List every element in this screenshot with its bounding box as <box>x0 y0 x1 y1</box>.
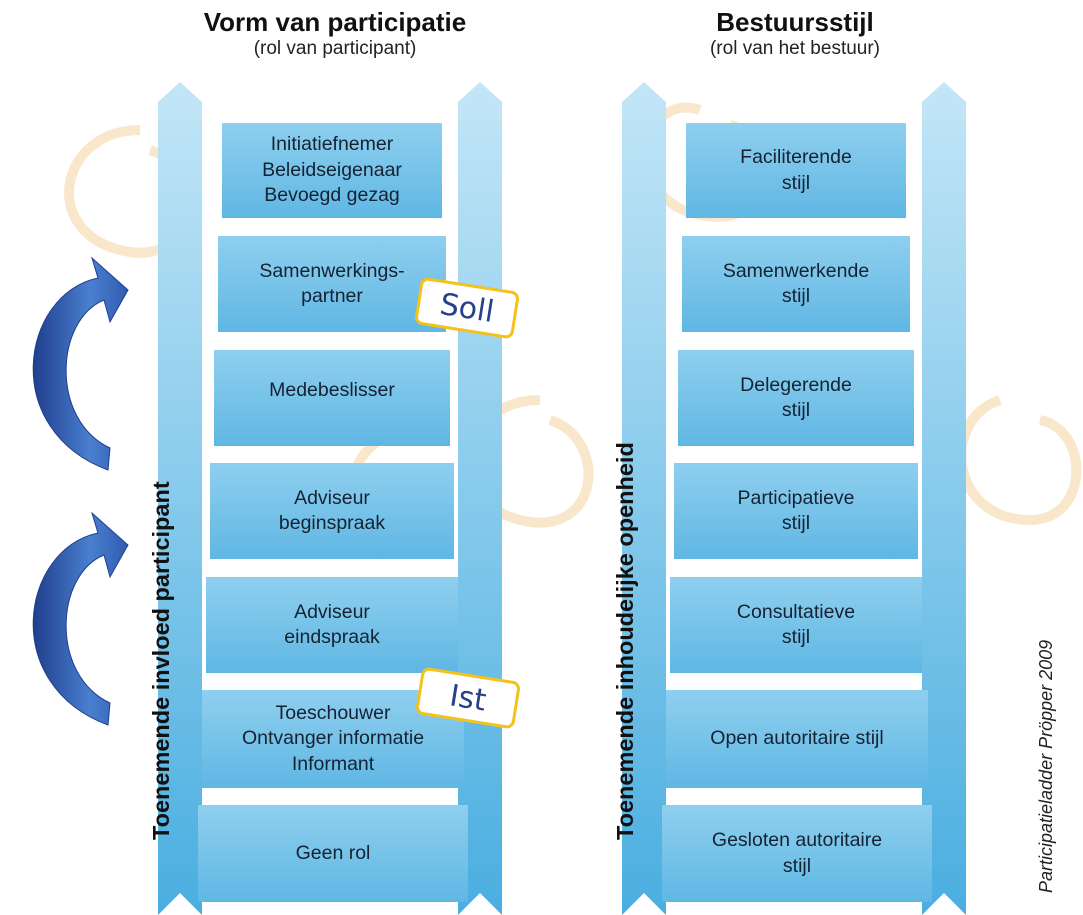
rung-line: Informant <box>291 752 375 775</box>
left-rung-4: Adviseur beginspraak <box>210 463 454 559</box>
right-rung-2: Samenwerkende stijl <box>682 236 910 332</box>
right-rung-6: Open autoritaire stijl <box>666 690 928 788</box>
rung-line: Open autoritaire stijl <box>710 727 884 750</box>
left-axis-label: Toenemende invloed participant <box>148 481 174 840</box>
rung-line: Participatieve <box>737 486 855 509</box>
right-ladder-right-rail <box>922 82 966 915</box>
rung-line: Geen rol <box>295 841 371 864</box>
left-ladder-title: Vorm van participatie <box>203 7 467 37</box>
rung-line: eindspraak <box>284 626 380 648</box>
right-rung-3: Delegerende stijl <box>678 350 914 446</box>
right-rung-1: Faciliterende stijl <box>686 123 906 218</box>
right-rung-7: Gesloten autoritaire stijl <box>662 805 932 902</box>
rung-line: Medebeslisser <box>269 379 395 402</box>
rung-line: Initiatiefnemer <box>270 133 394 156</box>
left-rung-5: Adviseur eindspraak <box>206 577 458 673</box>
rung-line: Ontvanger informatie <box>241 727 425 750</box>
right-heading: Bestuursstijl (rol van het bestuur) <box>620 8 970 59</box>
left-ladder-left-rail <box>158 82 202 915</box>
source-credit: Participatieladder Pröpper 2009 <box>1036 639 1056 893</box>
right-ladder-title: Bestuursstijl <box>716 7 874 37</box>
rung-line: stijl <box>781 512 811 534</box>
rung-line: stijl <box>781 285 811 307</box>
rung-line: Delegerende <box>740 373 852 396</box>
rung-line: Beleidseigenaar <box>262 158 402 181</box>
left-rung-7: Geen rol <box>198 805 468 902</box>
right-rung-4: Participatieve stijl <box>674 463 918 559</box>
rung-line: stijl <box>781 171 811 194</box>
rung-line: Consultatieve <box>736 600 856 623</box>
right-ladder-subtitle: (rol van het bestuur) <box>709 37 881 59</box>
rung-line: partner <box>301 285 363 307</box>
rung-line: Adviseur <box>294 600 370 623</box>
upper-curved-arrow <box>32 256 129 471</box>
right-rung-5: Consultatieve stijl <box>670 577 922 673</box>
left-ladder-right-rail <box>458 82 502 915</box>
rung-line: stijl <box>781 626 811 648</box>
rung-line: Adviseur <box>294 486 370 509</box>
rung-line: Samenwerkings- <box>259 259 405 282</box>
rung-line: stijl <box>781 399 811 421</box>
left-ladder-subtitle: (rol van participant) <box>253 37 417 59</box>
left-rung-6: Toeschouwer Ontvanger informatie Informa… <box>202 690 464 788</box>
right-ladder-left-rail <box>622 82 666 915</box>
right-axis-label: Toenemende inhoudelijke openheid <box>612 442 638 840</box>
left-rung-2: Samenwerkings- partner <box>218 236 446 332</box>
left-rung-1: Initiatiefnemer Beleidseigenaar Bevoegd … <box>222 123 442 218</box>
left-rung-3: Medebeslisser <box>214 350 450 446</box>
rung-line: Toeschouwer <box>275 701 391 724</box>
lower-curved-arrow <box>32 511 129 726</box>
left-heading: Vorm van participatie (rol van participa… <box>160 8 510 59</box>
rung-line: Faciliterende <box>740 146 852 169</box>
rung-line: Bevoegd gezag <box>264 184 400 207</box>
rung-line: stijl <box>782 854 812 877</box>
rung-line: Samenwerkende <box>722 259 870 282</box>
rung-line: beginspraak <box>278 512 386 534</box>
rung-line: Gesloten autoritaire <box>711 829 883 852</box>
